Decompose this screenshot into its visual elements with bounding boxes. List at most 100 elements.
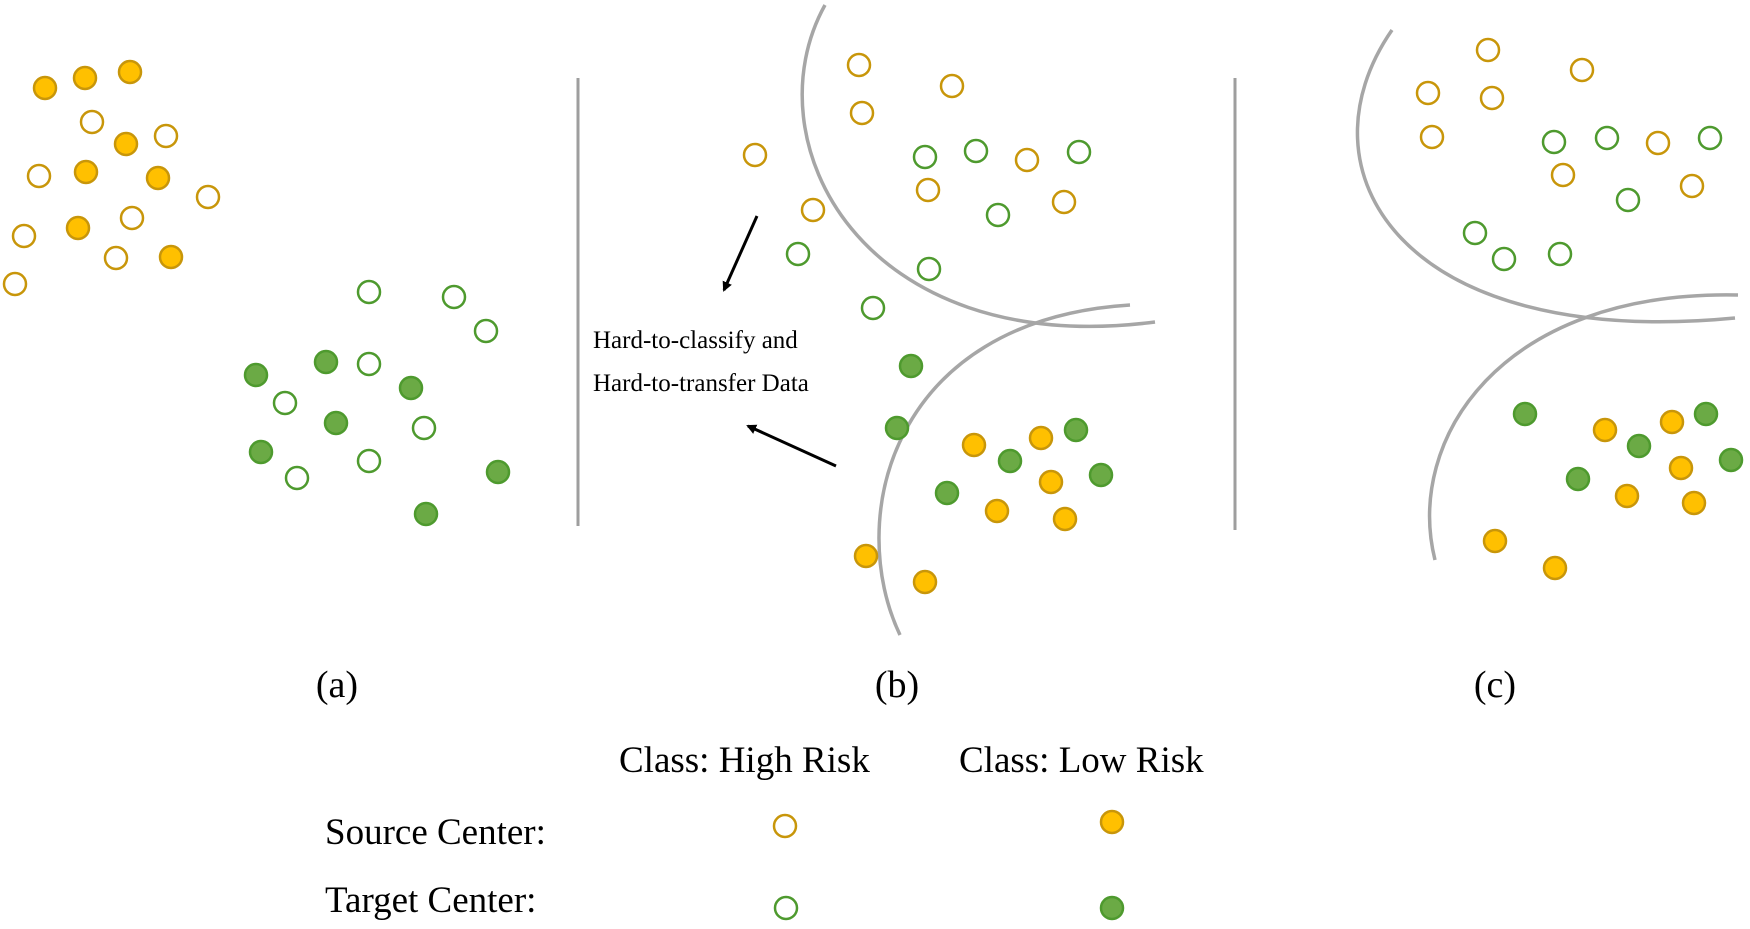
panel-a-source-high-risk-point — [2, 271, 28, 297]
panel-c-source-low-risk-point — [1681, 490, 1707, 516]
panel-c-target-low-risk-point — [1512, 401, 1538, 427]
panel-b-target-high-risk-point — [985, 202, 1011, 228]
panel-a-source-low-risk-point — [113, 131, 139, 157]
panel-b-target-low-risk-point — [884, 415, 910, 441]
annotation-line-2: Hard-to-transfer Data — [593, 370, 809, 397]
panel-c-target-high-risk-point — [1547, 241, 1573, 267]
panel-b-target-low-risk-point — [1063, 417, 1089, 443]
arrow-lower — [746, 424, 837, 468]
panel-a-target-high-risk-point — [284, 465, 310, 491]
panel-label-c: (c) — [1474, 664, 1516, 706]
panel-a-source-low-risk-point — [117, 59, 143, 85]
panel-b-target-high-risk-point — [785, 241, 811, 267]
panel-b-source-low-risk-point — [853, 543, 879, 569]
panel-b-source-high-risk-point — [915, 177, 941, 203]
panel-b-source-low-risk-point — [1038, 469, 1064, 495]
panel-b-source-high-risk-point — [939, 73, 965, 99]
legend-source-high-risk-marker — [772, 813, 798, 839]
panel-b-source-high-risk-point — [800, 197, 826, 223]
boundary-upper-b — [800, 4, 1156, 329]
panel-c-source-low-risk-point — [1668, 455, 1694, 481]
legend-source-center: Source Center: — [325, 812, 546, 853]
panel-a-target-low-risk-point — [413, 501, 439, 527]
panel-b-target-low-risk-point — [1088, 462, 1114, 488]
panel-c-target-high-risk-point — [1594, 125, 1620, 151]
panel-a-target-low-risk-point — [313, 349, 339, 375]
boundary-lower-c — [1427, 293, 1739, 561]
boundary-upper-c — [1355, 29, 1736, 324]
panel-c-target-low-risk-point — [1718, 447, 1744, 473]
panel-label-b: (b) — [875, 664, 919, 706]
panel-a-source-high-risk-point — [153, 123, 179, 149]
panel-a-target-low-risk-point — [248, 439, 274, 465]
legend-source-low-risk-marker — [1099, 809, 1125, 835]
panel-a-target-high-risk-point — [411, 415, 437, 441]
panel-c-target-low-risk-point — [1626, 433, 1652, 459]
panel-a-target-low-risk-point — [243, 362, 269, 388]
panel-a-source-high-risk-point — [119, 205, 145, 231]
panel-c-source-high-risk-point — [1645, 130, 1671, 156]
panel-b-target-high-risk-point — [963, 138, 989, 164]
panel-c-target-low-risk-point — [1565, 466, 1591, 492]
panel-a-source-low-risk-point — [145, 165, 171, 191]
panel-b-source-low-risk-point — [912, 569, 938, 595]
panel-a-target-high-risk-point — [356, 351, 382, 377]
panel-c-source-low-risk-point — [1482, 528, 1508, 554]
panel-b-target-low-risk-point — [934, 480, 960, 506]
panel-b-target-high-risk-point — [860, 295, 886, 321]
panel-a-target-high-risk-point — [272, 390, 298, 416]
panel-c-source-high-risk-point — [1419, 124, 1445, 150]
panel-a-source-high-risk-point — [26, 163, 52, 189]
panel-b-source-low-risk-point — [984, 498, 1010, 524]
arrow-upper — [722, 215, 759, 292]
panel-c-target-high-risk-point — [1697, 125, 1723, 151]
panel-a-source-low-risk-point — [32, 75, 58, 101]
panel-c-target-high-risk-point — [1615, 187, 1641, 213]
panel-a-source-high-risk-point — [79, 109, 105, 135]
panel-a-target-low-risk-point — [485, 459, 511, 485]
panel-c-source-high-risk-point — [1479, 85, 1505, 111]
legend-target-high-risk-marker — [773, 895, 799, 921]
panel-c-target-low-risk-point — [1693, 401, 1719, 427]
panel-c-source-low-risk-point — [1542, 555, 1568, 581]
legend-class-high-risk: Class: High Risk — [619, 740, 870, 781]
panel-c-source-high-risk-point — [1550, 162, 1576, 188]
panel-a-target-high-risk-point — [356, 448, 382, 474]
panel-a-source-low-risk-point — [73, 159, 99, 185]
panel-a-target-high-risk-point — [441, 284, 467, 310]
panel-b-source-low-risk-point — [961, 432, 987, 458]
panel-label-a: (a) — [316, 664, 358, 706]
panel-a-source-low-risk-point — [158, 244, 184, 270]
panel-c-target-high-risk-point — [1462, 220, 1488, 246]
panel-a-source-low-risk-point — [65, 215, 91, 241]
panel-c-target-high-risk-point — [1541, 129, 1567, 155]
panel-b-target-high-risk-point — [916, 256, 942, 282]
panel-a-source-high-risk-point — [195, 184, 221, 210]
panel-a-source-high-risk-point — [11, 223, 37, 249]
panel-b-source-high-risk-point — [1014, 147, 1040, 173]
panel-b-source-low-risk-point — [1028, 425, 1054, 451]
panel-a-source-low-risk-point — [72, 65, 98, 91]
legend-target-center: Target Center: — [325, 880, 536, 921]
panel-a-target-high-risk-point — [356, 279, 382, 305]
panel-b-source-low-risk-point — [1052, 506, 1078, 532]
panel-a-target-low-risk-point — [323, 410, 349, 436]
panel-b-target-high-risk-point — [912, 144, 938, 170]
legend-class-low-risk: Class: Low Risk — [959, 740, 1204, 781]
panel-b-target-low-risk-point — [997, 448, 1023, 474]
panel-a-source-high-risk-point — [103, 245, 129, 271]
data-points — [2, 37, 1744, 595]
panel-c-source-high-risk-point — [1569, 57, 1595, 83]
annotation-line-1: Hard-to-classify and — [593, 327, 798, 354]
panel-c-source-high-risk-point — [1475, 37, 1501, 63]
panel-c-source-low-risk-point — [1614, 483, 1640, 509]
panel-a-target-low-risk-point — [398, 375, 424, 401]
panel-c-source-low-risk-point — [1659, 409, 1685, 435]
panel-c-source-high-risk-point — [1679, 173, 1705, 199]
panel-b-source-high-risk-point — [846, 52, 872, 78]
panel-c-source-high-risk-point — [1415, 80, 1441, 106]
panel-b-source-high-risk-point — [742, 142, 768, 168]
panel-b-target-high-risk-point — [1066, 139, 1092, 165]
panel-c-source-low-risk-point — [1592, 417, 1618, 443]
